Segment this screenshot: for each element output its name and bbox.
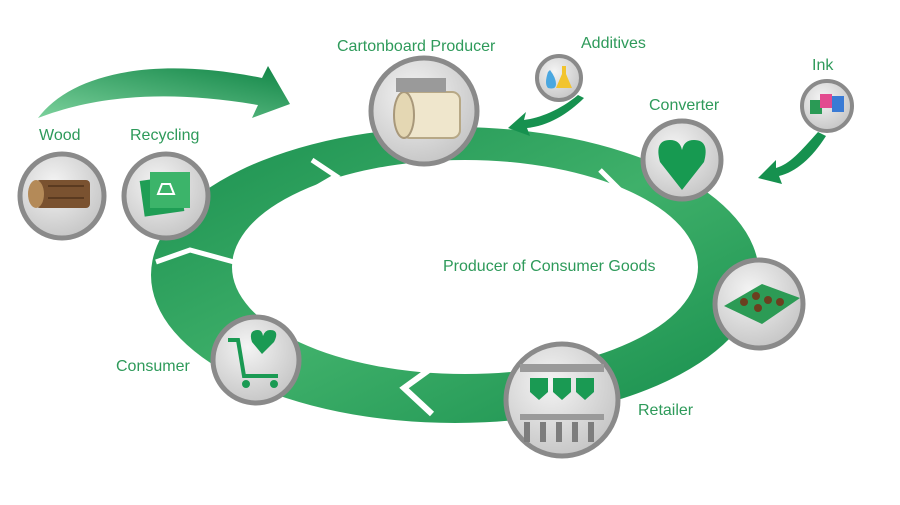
consumer-label: Consumer	[116, 358, 190, 375]
recycling-label: Recycling	[130, 127, 200, 144]
wood-node	[17, 151, 107, 241]
ink-label: Ink	[812, 57, 834, 74]
recycling-node	[121, 151, 211, 241]
additives-arrow	[508, 95, 584, 136]
shelf-icon	[520, 364, 604, 442]
converter-label: Converter	[649, 97, 720, 114]
retailer-label: Retailer	[638, 402, 694, 419]
additives-label: Additives	[581, 35, 646, 52]
chocolate-box-icon	[724, 284, 800, 324]
shopping-cart-icon	[228, 330, 278, 388]
ink-arrow	[758, 132, 826, 184]
cartonboard-node	[368, 55, 480, 167]
producer-label: Producer of Consumer Goods	[443, 258, 656, 275]
cartonboard-label: Cartonboard Producer	[337, 38, 496, 55]
consumer-node	[210, 314, 302, 406]
converter-node	[640, 118, 724, 202]
heart-box-icon	[658, 140, 706, 190]
additives-node	[535, 54, 583, 102]
recycle-paper-icon	[139, 172, 190, 217]
log-icon	[28, 180, 90, 208]
cycle-ring	[151, 127, 759, 423]
flasks-icon	[546, 66, 572, 89]
producer-node	[712, 257, 806, 351]
wood-label: Wood	[39, 127, 81, 144]
ink-cans-icon	[810, 94, 844, 114]
ink-node	[800, 79, 854, 133]
paper-roll-icon	[393, 78, 461, 139]
wood-to-producer-arrow	[38, 66, 290, 118]
retailer-node	[503, 341, 621, 459]
